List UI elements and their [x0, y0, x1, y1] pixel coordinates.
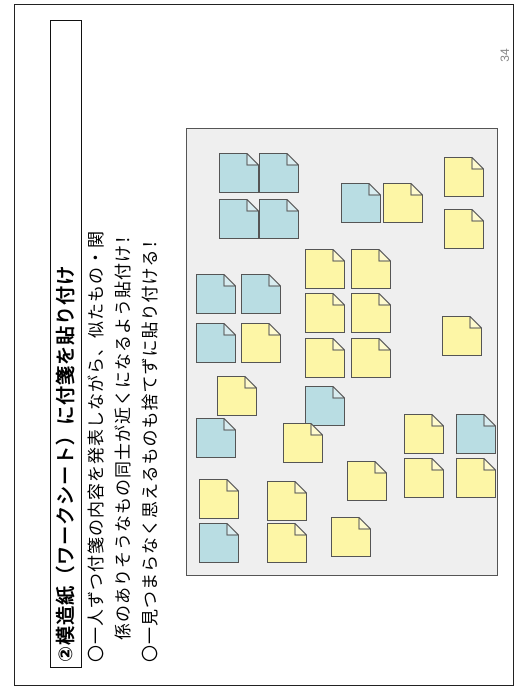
sticky-note-shape	[196, 274, 236, 314]
sticky-note-shape	[351, 338, 391, 378]
sticky-note	[267, 523, 307, 563]
sticky-note-shape	[347, 461, 387, 501]
sticky-note	[219, 153, 259, 193]
sticky-note	[331, 517, 371, 557]
sticky-note	[259, 153, 299, 193]
sticky-note-shape	[351, 249, 391, 289]
sticky-note	[442, 316, 482, 356]
sticky-note	[219, 199, 259, 239]
sticky-note-shape	[259, 199, 299, 239]
sticky-note-shape	[444, 209, 484, 249]
sticky-note-shape	[456, 414, 496, 454]
sticky-note-shape	[305, 338, 345, 378]
sticky-note	[199, 479, 239, 519]
page-number: 34	[498, 48, 512, 62]
sticky-note	[444, 157, 484, 197]
bullet-line-1: 〇一人ずつ付箋の内容を発表しながら、似たもの・関	[87, 230, 107, 662]
sticky-note	[196, 323, 236, 363]
sticky-note-shape	[404, 458, 444, 498]
sticky-note	[305, 338, 345, 378]
sticky-note-shape	[305, 386, 345, 426]
sticky-note-shape	[305, 249, 345, 289]
sticky-note-shape	[196, 323, 236, 363]
sticky-note	[267, 481, 307, 521]
sticky-note	[196, 418, 236, 458]
title-box	[50, 20, 82, 668]
sticky-note-shape	[241, 323, 281, 363]
sticky-note-shape	[219, 153, 259, 193]
sticky-note-shape	[241, 274, 281, 314]
sticky-note-shape	[259, 153, 299, 193]
sticky-note	[217, 376, 257, 416]
sticky-note	[241, 274, 281, 314]
sticky-note-shape	[196, 418, 236, 458]
sticky-note	[383, 183, 423, 223]
sticky-note	[351, 293, 391, 333]
sticky-note	[351, 249, 391, 289]
sticky-note-shape	[283, 423, 323, 463]
sticky-note	[305, 386, 345, 426]
bullet-line-3: 〇一見つまらなく思えるものも捨てずに貼り付ける！	[141, 230, 161, 663]
worksheet-board	[186, 128, 498, 576]
sticky-note	[241, 323, 281, 363]
sticky-note-shape	[444, 157, 484, 197]
sticky-note	[259, 199, 299, 239]
sticky-note	[456, 414, 496, 454]
sticky-note	[404, 458, 444, 498]
sticky-note-shape	[442, 316, 482, 356]
sticky-note-shape	[383, 183, 423, 223]
sticky-note-shape	[199, 523, 239, 563]
sticky-note	[351, 338, 391, 378]
sticky-note-shape	[267, 481, 307, 521]
sticky-note-shape	[404, 414, 444, 454]
sticky-note-shape	[217, 376, 257, 416]
sticky-note-shape	[351, 293, 391, 333]
sticky-note	[283, 423, 323, 463]
sticky-note	[347, 461, 387, 501]
sticky-note	[199, 523, 239, 563]
sticky-note	[444, 209, 484, 249]
sticky-note-shape	[199, 479, 239, 519]
bullet-line-2: 係のありそうなもの同士が近くになるよう貼付け！	[114, 226, 134, 640]
sticky-note-shape	[267, 523, 307, 563]
sticky-note-shape	[341, 183, 381, 223]
sticky-note-shape	[305, 293, 345, 333]
sticky-note-shape	[456, 458, 496, 498]
sticky-note	[456, 458, 496, 498]
sticky-note	[404, 414, 444, 454]
sticky-note-shape	[219, 199, 259, 239]
sticky-note-shape	[331, 517, 371, 557]
sticky-note	[196, 274, 236, 314]
sticky-note	[341, 183, 381, 223]
sticky-note	[305, 249, 345, 289]
slide-title: ②模造紙（ワークシート）に付箋を貼り付け	[55, 264, 77, 662]
sticky-note	[305, 293, 345, 333]
